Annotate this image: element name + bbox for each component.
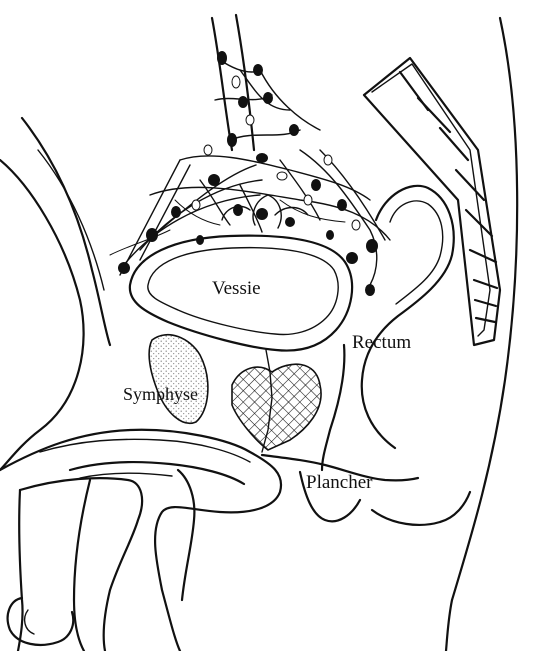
penis xyxy=(0,430,281,651)
label-vessie: Vessie xyxy=(212,278,261,299)
prostate xyxy=(232,364,321,450)
back-outline xyxy=(446,18,517,651)
rectum xyxy=(322,186,454,470)
label-symphyse: Symphyse xyxy=(123,384,198,404)
label-rectum: Rectum xyxy=(352,332,411,353)
symphysis xyxy=(149,335,208,424)
scrotum xyxy=(178,470,194,600)
label-plancher: Plancher xyxy=(306,472,373,493)
abdominal-wall xyxy=(0,118,110,470)
sacrum-vertebrae xyxy=(364,58,500,345)
